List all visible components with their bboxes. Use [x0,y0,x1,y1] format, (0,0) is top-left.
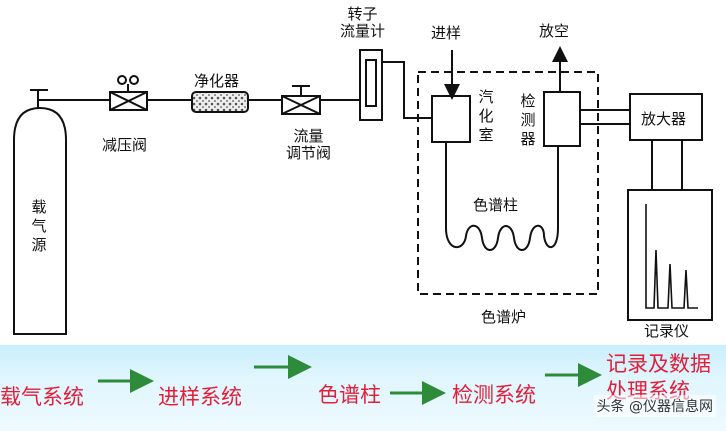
vent-label: 放空 [539,22,570,40]
flow-control-valve [281,85,321,115]
flow-band: 载气系统 进样系统 色谱柱 检测系统 记录及数据处理系统 [0,345,726,431]
pipe-to-vaporizer [382,61,432,119]
amplifier-label: 放大器 [641,110,687,128]
purifier-label: 净化器 [194,72,240,90]
pipe-detector-amplifier [580,109,630,125]
rotameter-label-line1: 转子 [347,5,378,23]
diagram-lines [13,46,713,335]
rotameter-label: 转子 流量计 [340,6,385,40]
recorder-box [627,189,713,321]
injection-label: 进样 [431,24,462,42]
flow-step-carrier: 载气系统 [0,385,84,409]
carrier-gas-label: 载气源 [31,198,47,254]
flow-valve-label-line2: 调节阀 [286,144,332,162]
column-label: 色谱柱 [473,196,519,214]
rotameter-body [359,49,383,121]
recorder-trace [645,204,698,309]
flow-step-injection: 进样系统 [158,385,242,409]
pressure-valve [109,75,148,111]
flow-valve-label-line1: 流量 [293,127,324,145]
flow-arrows [98,355,602,405]
rotameter-label-line2: 流量计 [340,22,386,40]
pressure-valve-label: 减压阀 [102,136,148,154]
vaporizer-label: 汽化室 [478,88,494,144]
column-coil [445,142,559,251]
oven-label: 色谱炉 [481,308,527,326]
flow-step-detection: 检测系统 [452,383,536,407]
flow-step-column: 色谱柱 [318,383,381,407]
detector-label: 检测器 [520,92,536,148]
recorder-label: 记录仪 [644,322,690,340]
flow-valve-label: 流量 调节阀 [286,128,331,162]
watermark: 头条 @仪器信息网 [593,395,716,417]
vaporizer-box [431,95,471,143]
amp-recorder-links [651,140,683,190]
purifier-body [191,91,249,113]
amplifier-box [629,93,703,141]
detector-box [543,91,581,147]
oven-box [417,71,599,295]
